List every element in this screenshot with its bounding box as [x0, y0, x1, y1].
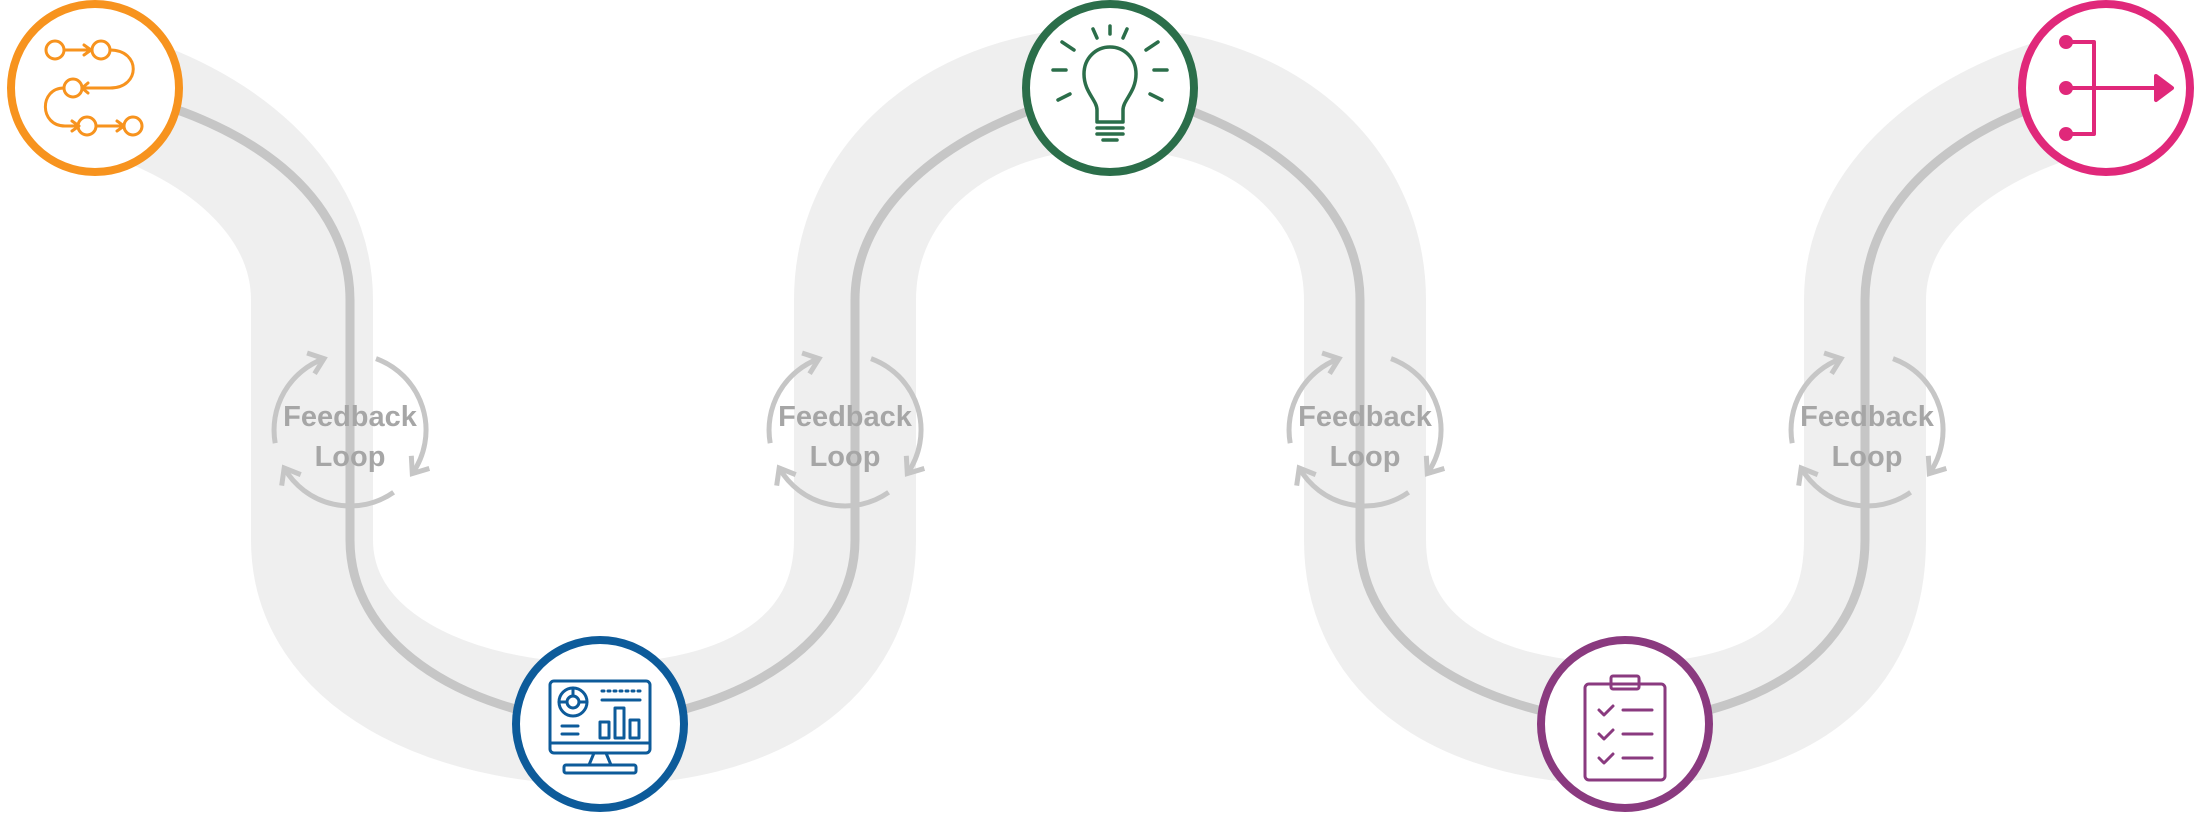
cycle-arrowhead	[1294, 464, 1317, 486]
cycle-arrows-icon	[766, 350, 926, 509]
cycle-arc	[1390, 356, 1444, 476]
cycle-arc	[1799, 466, 1913, 509]
feedback-loop-label-line1: Feedback	[778, 401, 913, 433]
cycle-arrowhead	[1423, 455, 1446, 477]
feedback-loop-label-line1: Feedback	[1800, 401, 1935, 433]
step-node-1	[7, 0, 183, 176]
step-node-2	[512, 636, 688, 812]
feedback-loop-4: Feedback Loop	[1788, 350, 1948, 509]
dashboard-monitor-icon	[548, 679, 652, 775]
cycle-arc	[777, 466, 891, 509]
cycle-arc	[375, 356, 429, 476]
cycle-arc	[870, 356, 924, 476]
merge-output-arrow-icon	[2059, 35, 2174, 141]
cycle-arc	[271, 356, 325, 444]
step-node-4	[1537, 636, 1713, 812]
cycle-arc	[282, 466, 396, 509]
step-node-5	[2018, 0, 2194, 176]
feedback-loop-label-line2: Loop	[315, 441, 386, 473]
cycle-arrowhead	[1796, 464, 1819, 486]
step-node-3	[1022, 0, 1198, 176]
cycle-arrows-icon	[271, 350, 431, 509]
feedback-loop-label-line2: Loop	[1330, 441, 1401, 473]
checklist-clipboard-icon	[1583, 674, 1667, 782]
cycle-arc	[1892, 356, 1946, 476]
feedback-loop-label-line1: Feedback	[283, 401, 418, 433]
cycle-arc	[1297, 466, 1411, 509]
cycle-arrowhead	[774, 464, 797, 486]
cycle-arrowhead	[1925, 455, 1948, 477]
cycle-arrows-icon	[1788, 350, 1948, 509]
feedback-loop-1: Feedback Loop	[271, 350, 431, 509]
feedback-loop-3: Feedback Loop	[1286, 350, 1446, 509]
cycle-arrowhead	[903, 455, 926, 477]
cycle-arc	[766, 356, 820, 444]
workflow-process-icon	[43, 39, 144, 137]
lightbulb-idea-icon	[1051, 24, 1169, 142]
cycle-arc	[1286, 356, 1340, 444]
feedback-loop-label-line2: Loop	[1832, 441, 1903, 473]
cycle-arrowhead	[1321, 350, 1343, 376]
cycle-arc	[1788, 356, 1842, 444]
cycle-arrowhead	[801, 350, 823, 376]
feedback-loop-label-line2: Loop	[810, 441, 881, 473]
cycle-arrowhead	[408, 455, 431, 477]
cycle-arrowhead	[1823, 350, 1845, 376]
feedback-loop-label-line1: Feedback	[1298, 401, 1433, 433]
feedback-loop-2: Feedback Loop	[766, 350, 926, 509]
cycle-arrows-icon	[1286, 350, 1446, 509]
cycle-arrowhead	[279, 464, 302, 486]
cycle-arrowhead	[306, 350, 328, 376]
